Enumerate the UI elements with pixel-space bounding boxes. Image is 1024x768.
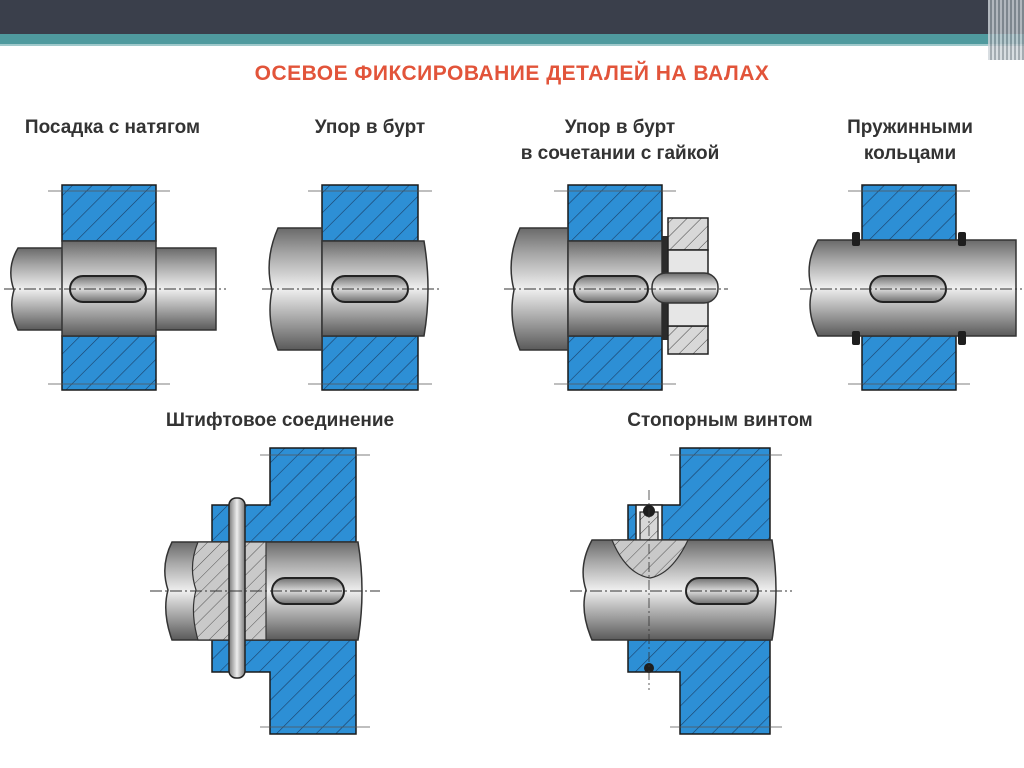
label-interference-fit: Посадка с натягом [0,115,225,141]
label-spring-rings-line1: Пружинными [847,117,973,138]
nut-bottom [667,325,709,355]
header-decoration [988,0,1024,60]
hub-bottom [321,335,419,391]
hub-top [861,184,957,242]
label-shoulder-nut-line1: Упор в бурт [564,117,676,138]
spring-ring-right [958,232,966,246]
label-shoulder-nut-line2: в сочетании с гайкой [520,143,720,164]
label-set-screw-text: Стопорным винтом [627,410,813,431]
label-interference-fit-text: Посадка с натягом [24,117,201,138]
label-spring-rings-line2: кольцами [863,143,957,164]
label-pin-joint: Штифтовое соединение [130,408,430,434]
screw-cone-section [611,539,689,579]
diagram-shoulder-stop [262,184,440,391]
shaft-collar [268,227,323,351]
label-pin-joint-text: Штифтовое соединение [165,410,395,431]
hub-bottom [61,335,157,391]
set-screw-bottom-mark [644,663,654,673]
hub-top [321,184,419,242]
label-shoulder-stop: Упор в бурт [280,115,460,141]
header-stripe-light [0,44,1024,46]
nut-top [667,217,709,251]
pin [228,497,246,679]
diagram-shoulder-nut [504,184,728,391]
diagram-spring-rings [800,184,1022,391]
label-set-screw: Стопорным винтом [595,408,845,434]
hub-top [61,184,157,242]
hub-bottom [861,335,957,391]
hub-top [567,184,663,242]
spring-ring-left [852,331,860,345]
diagram-set-screw [570,447,792,735]
header-stripe [0,34,1024,44]
label-spring-rings: Пружинными кольцами [820,115,1000,167]
spring-ring-right [958,331,966,345]
spring-ring-left [852,232,860,246]
header-bar [0,0,1024,34]
hub-bottom [567,335,663,391]
shaft-thread-end [651,272,719,304]
diagram-pin-joint [150,447,380,735]
page-title: ОСЕВОЕ ФИКСИРОВАНИЕ ДЕТАЛЕЙ НА ВАЛАХ [254,62,770,85]
diagram-interference-fit [4,184,226,391]
label-shoulder-nut: Упор в бурт в сочетании с гайкой [480,115,760,167]
label-shoulder-stop-text: Упор в бурт [314,117,426,138]
